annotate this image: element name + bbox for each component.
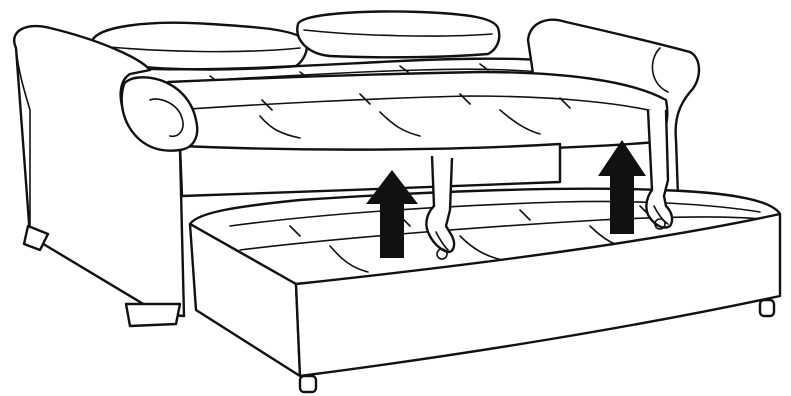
back-pillows xyxy=(91,12,499,70)
pillow-right xyxy=(297,12,499,58)
sofa-seat-upper xyxy=(168,72,667,196)
pullout-bed xyxy=(190,189,780,376)
